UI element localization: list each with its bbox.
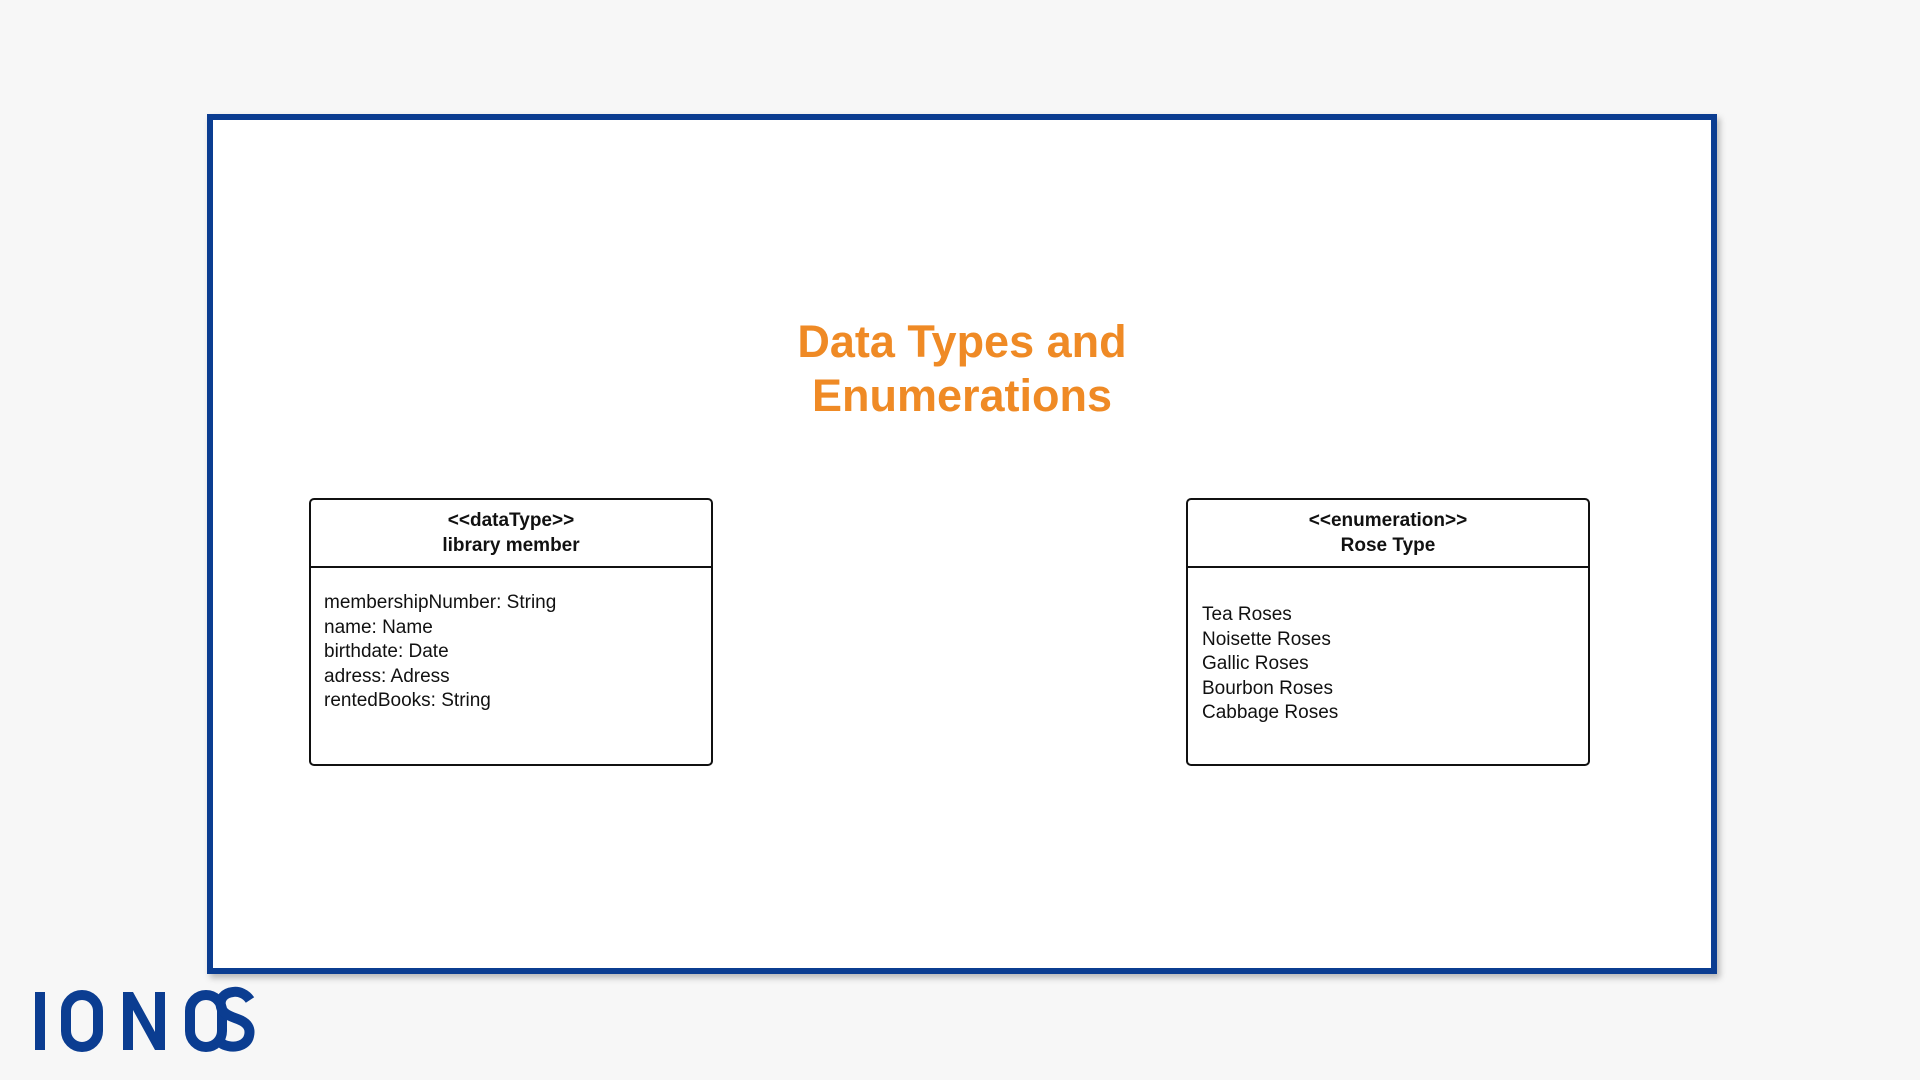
enumeration-stereotype: <<enumeration>> bbox=[1308, 510, 1468, 531]
attribute-item: adress: Adress bbox=[324, 665, 450, 687]
datatype-header: <<dataType>> library member bbox=[311, 500, 711, 568]
diagram-title: Data Types and Enumerations bbox=[213, 315, 1711, 423]
datatype-attributes: membershipNumber: String name: Name birt… bbox=[311, 568, 711, 714]
attribute-item: rentedBooks: String bbox=[324, 690, 491, 711]
enumeration-header: <<enumeration>> Rose Type bbox=[1188, 500, 1588, 568]
datatype-stereotype: <<dataType>> bbox=[447, 510, 575, 531]
datatype-name: library member bbox=[442, 535, 580, 556]
enumeration-class-box: <<enumeration>> Rose Type Tea Roses Nois… bbox=[1186, 498, 1590, 766]
literal-item: Bourbon Roses bbox=[1202, 677, 1333, 699]
literal-item: Gallic Roses bbox=[1202, 653, 1309, 674]
ionos-logo bbox=[35, 986, 255, 1052]
literal-item: Noisette Roses bbox=[1202, 628, 1331, 650]
datatype-class-box: <<dataType>> library member membershipNu… bbox=[309, 498, 713, 766]
literal-item: Cabbage Roses bbox=[1202, 702, 1339, 723]
attribute-item: name: Name bbox=[324, 616, 433, 638]
enumeration-name: Rose Type bbox=[1340, 535, 1436, 556]
title-line-2: Enumerations bbox=[811, 370, 1113, 421]
title-line-1: Data Types and bbox=[797, 316, 1127, 367]
attribute-item: birthdate: Date bbox=[324, 641, 449, 662]
enumeration-literals: Tea Roses Noisette Roses Gallic Roses Bo… bbox=[1188, 568, 1588, 726]
slide-frame: Data Types and Enumerations <<dataType>>… bbox=[207, 114, 1717, 974]
literal-item: Tea Roses bbox=[1202, 604, 1292, 625]
attribute-item: membershipNumber: String bbox=[324, 592, 557, 613]
